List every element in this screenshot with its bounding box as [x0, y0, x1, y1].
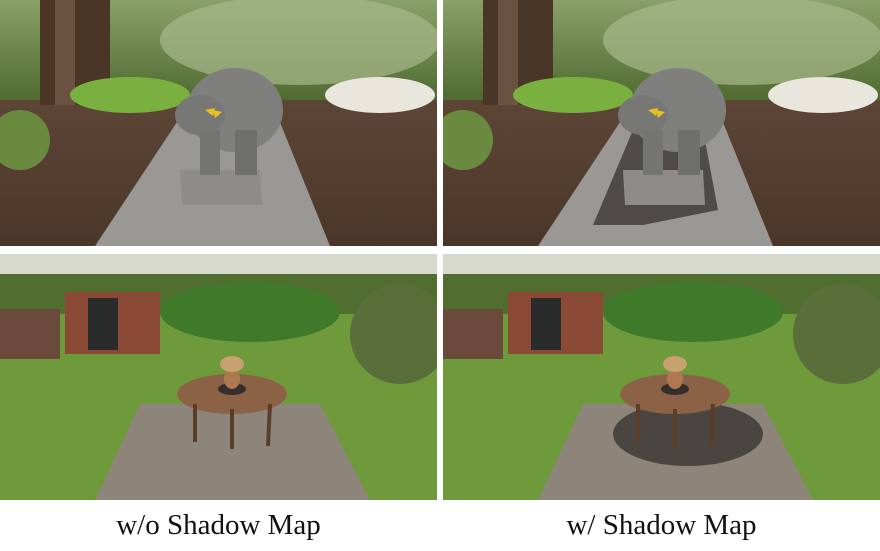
caption-with-shadow-map: w/ Shadow Map [566, 509, 757, 541]
render-bear-without-shadow [0, 0, 437, 246]
garden-scene-image [443, 254, 880, 500]
bear-scene-image [443, 0, 880, 246]
garden-scene-image [0, 254, 437, 500]
render-garden-with-shadow [443, 254, 880, 500]
bear-scene-image [0, 0, 437, 246]
round-table [620, 374, 730, 449]
garden-door [531, 298, 561, 350]
render-garden-without-shadow [0, 254, 437, 500]
potted-plant [663, 356, 687, 389]
potted-plant [220, 356, 244, 389]
hedge [160, 282, 340, 342]
paved-patio [95, 404, 370, 500]
bear-statue [618, 68, 726, 175]
cast-shadow [613, 402, 763, 466]
render-bear-with-shadow [443, 0, 880, 246]
caption-without-shadow-map: w/o Shadow Map [116, 509, 321, 541]
bear-statue [175, 68, 283, 175]
garden-door [88, 298, 118, 350]
hedge [603, 282, 783, 342]
